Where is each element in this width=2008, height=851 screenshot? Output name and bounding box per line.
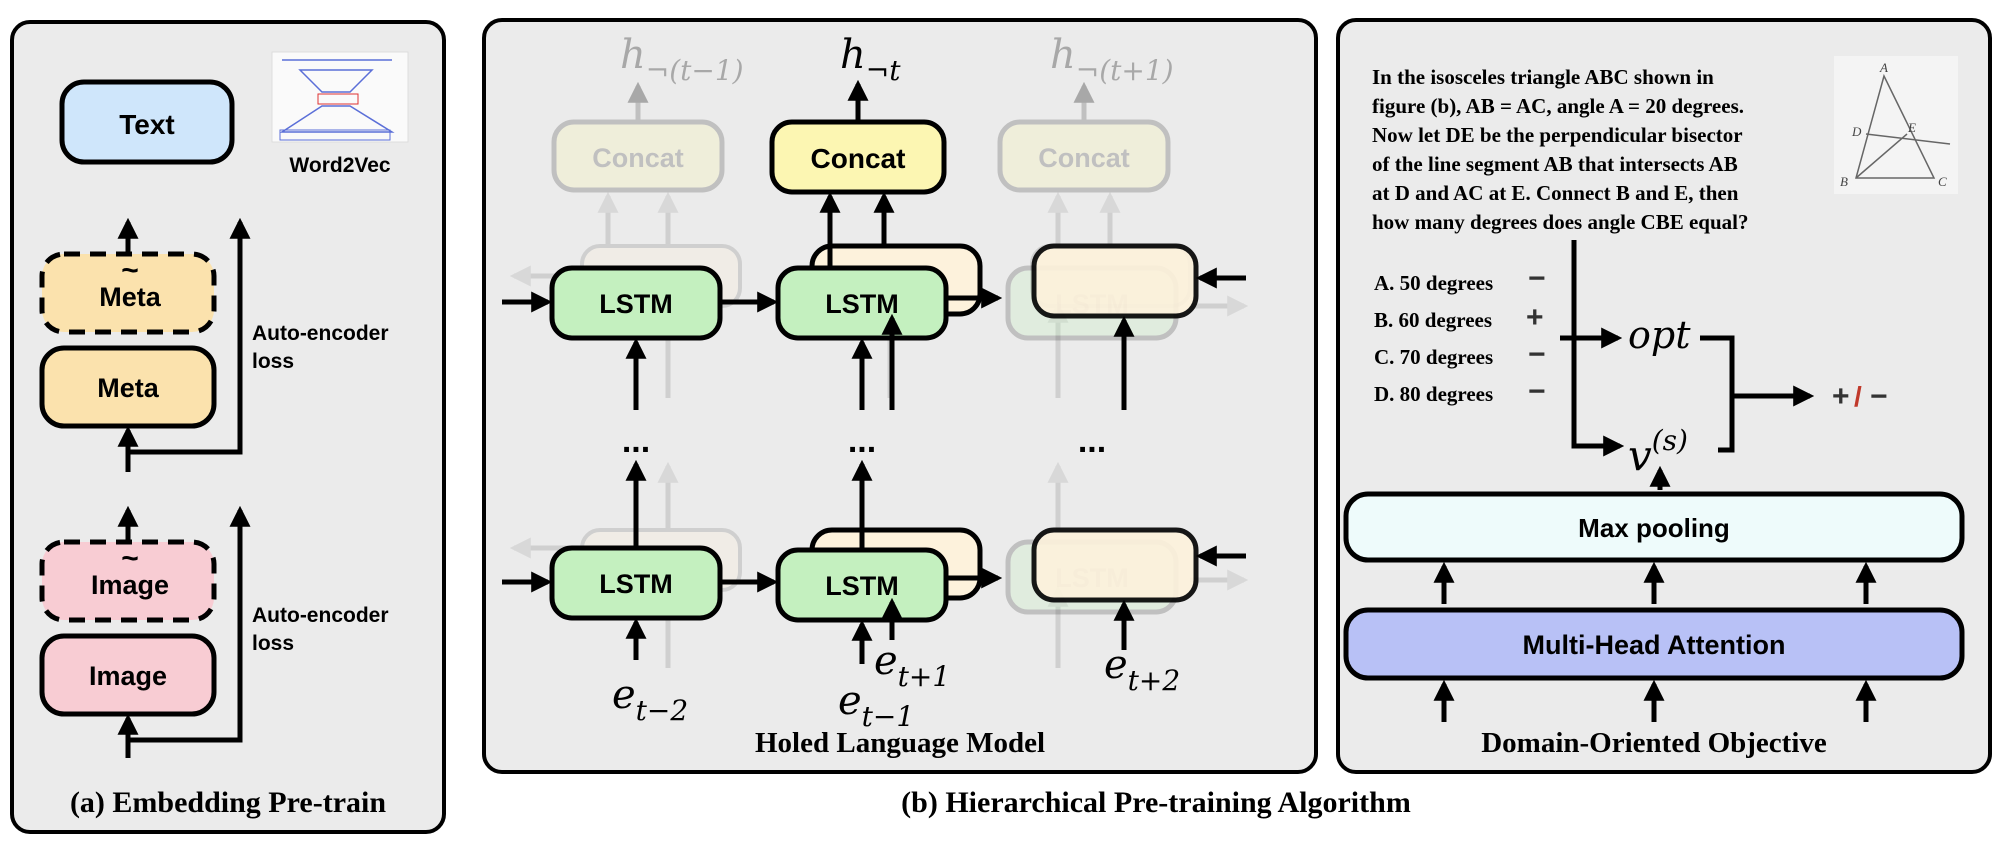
multi-head-attention-label: Multi-Head Attention (1523, 630, 1786, 660)
text-box (59, 79, 235, 165)
svg-text:C: C (1938, 174, 1947, 189)
svg-text:figure (b), AB = AC, angle A =: figure (b), AB = AC, angle A = 20 degree… (1372, 94, 1744, 118)
svg-text:how many degrees does angle CB: how many degrees does angle CBE equal? (1372, 210, 1748, 234)
image-loss-line1: Auto-encoder (252, 604, 389, 627)
option-a-sign: − (1528, 262, 1546, 295)
option-d: D. 80 degrees (1374, 382, 1493, 406)
h-prev-label: h¬(t−1) (620, 32, 744, 87)
lstm-upper-prev-label: LSTM (599, 289, 673, 319)
svg-text:at D and AC at E. Connect B an: at D and AC at E. Connect B and E, then (1372, 181, 1739, 205)
question-text: In the isosceles triangle ABC shown in f… (1372, 65, 1748, 234)
svg-text:In the isosceles triangle ABC: In the isosceles triangle ABC shown in (1372, 65, 1714, 89)
image-tilde-label: Image (91, 570, 169, 600)
dots-prev: ... (622, 422, 650, 460)
concat-label-prev: Concat (592, 143, 684, 173)
option-a: A. 50 degrees (1374, 271, 1493, 295)
e-tm1-label: et−1 (838, 678, 914, 733)
panel-a-caption: (a) Embedding Pre-train (70, 786, 386, 819)
concat-label-current: Concat (811, 143, 906, 174)
opt-label: opt (1628, 313, 1691, 357)
option-c: C. 70 degrees (1374, 345, 1493, 369)
image-loss-line2: loss (252, 632, 294, 655)
image-label: Image (89, 661, 167, 691)
meta-label: Meta (97, 373, 159, 403)
concat-box-prev (551, 119, 725, 193)
triangle-figure: A D E B C (1834, 56, 1958, 194)
panel-a: Text Word2Vec ~ Meta Meta Auto-encoder l… (10, 20, 446, 834)
svg-text:D: D (1851, 124, 1862, 139)
concat-box-next (997, 119, 1171, 193)
svg-text:Now let DE be the perpendicula: Now let DE be the perpendicular bisector (1372, 123, 1743, 147)
svg-text:B: B (1840, 174, 1848, 189)
svg-text:of the line segment AB that in: of the line segment AB that intersects A… (1372, 152, 1738, 176)
e-tp2-label: et+2 (1104, 642, 1180, 697)
max-pooling-label: Max pooling (1578, 513, 1730, 543)
option-b: B. 60 degrees (1374, 308, 1492, 332)
max-pooling-box (1343, 491, 1965, 563)
v-s-label: v(s) (1628, 424, 1688, 480)
multi-head-attention-box (1343, 607, 1965, 681)
svg-text:A: A (1879, 60, 1888, 75)
meta-loss-line1: Auto-encoder (252, 322, 389, 345)
option-d-sign: − (1528, 375, 1546, 408)
panel-c-title: Domain-Oriented Objective (1481, 727, 1827, 759)
meta-tilde-label: Meta (99, 282, 161, 312)
result-plus: + (1832, 380, 1850, 413)
meta-loss-line2: loss (252, 350, 294, 373)
h-cur-label: h¬t (840, 32, 901, 87)
text-box-label: Text (119, 109, 175, 140)
panel-b-title: Holed Language Model (755, 727, 1045, 759)
e-tm2-label: et−2 (612, 672, 688, 727)
svg-text:E: E (1907, 120, 1916, 135)
option-b-sign: + (1526, 301, 1544, 334)
image-tilde-mark: ~ (121, 542, 139, 575)
panel-c: In the isosceles triangle ABC shown in f… (1336, 18, 1992, 774)
dots-next: ... (1078, 422, 1106, 460)
panel-b: h¬(t−1) h¬(t+1) h¬t Concat Concat Concat (482, 18, 1318, 774)
concat-label-next: Concat (1038, 143, 1130, 173)
result-minus: − (1870, 380, 1888, 413)
e-tp1-label: et+1 (874, 638, 950, 693)
word2vec-label: Word2Vec (289, 154, 390, 177)
dots-current: ... (848, 422, 876, 460)
meta-tilde-mark: ~ (121, 254, 139, 287)
lstm-lower-current-label: LSTM (825, 571, 899, 601)
h-next-label: h¬(t+1) (1050, 32, 1174, 87)
lstm-lower-prev-label: LSTM (599, 569, 673, 599)
panel-b-caption: (b) Hierarchical Pre-training Algorithm (901, 786, 1411, 819)
word2vec-thumbnail (271, 51, 409, 143)
option-c-sign: − (1528, 338, 1546, 371)
lstm-upper-current-label: LSTM (825, 289, 899, 319)
result-slash: / (1854, 381, 1862, 412)
